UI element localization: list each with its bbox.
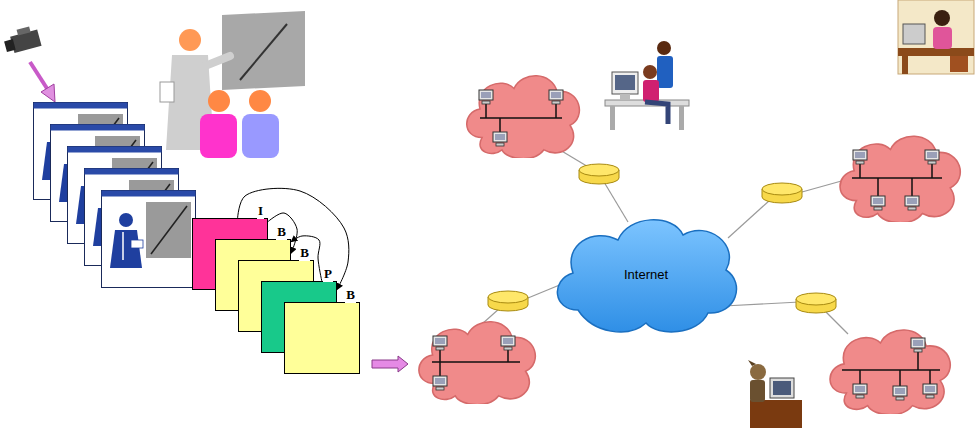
student-body — [242, 114, 279, 158]
person-body — [657, 56, 673, 88]
send-arrow — [372, 356, 408, 372]
computer-icon — [853, 150, 867, 164]
router-icon — [796, 293, 836, 313]
arrow-shaft — [30, 62, 48, 90]
frame-type-label: B — [345, 287, 356, 303]
frame-type-label: I — [257, 203, 264, 219]
link-line — [826, 312, 848, 334]
router-icon — [762, 183, 802, 203]
network-name: Internet — [624, 267, 668, 282]
link-line — [604, 182, 628, 222]
desk-leg — [679, 106, 684, 130]
cloud-shape — [557, 220, 736, 332]
teacher-arm — [205, 56, 230, 66]
person-ear — [748, 360, 756, 366]
camcorder-icon — [2, 25, 42, 55]
computer-icon — [871, 196, 885, 210]
computer-icon — [493, 132, 507, 146]
users-at-desk — [605, 41, 689, 130]
computer-icon — [501, 336, 515, 350]
computer-icon — [925, 150, 939, 164]
camera-viewfinder — [17, 26, 31, 35]
person-head — [657, 41, 671, 55]
person-legs — [645, 102, 668, 124]
bus-line — [480, 104, 562, 132]
lan-cloud — [467, 76, 580, 159]
bus-line — [842, 352, 940, 386]
monitor — [612, 72, 638, 94]
router-icon — [488, 291, 528, 311]
monitor — [770, 378, 794, 398]
router-icon — [579, 164, 619, 184]
computer-icon — [905, 196, 919, 210]
link-line — [802, 180, 845, 192]
computer-icon — [479, 90, 493, 104]
capture-arrow — [30, 62, 55, 102]
arrow-head — [41, 84, 55, 102]
computer-icon — [893, 386, 907, 400]
desk — [750, 400, 802, 428]
video-frame — [102, 191, 196, 288]
bus-line — [432, 350, 520, 376]
person-body — [933, 27, 952, 49]
user-at-desk — [748, 360, 802, 428]
blackboard — [222, 11, 305, 90]
monitor-stand — [620, 94, 630, 100]
screen — [615, 75, 635, 90]
frame-type-label: B — [276, 224, 287, 240]
lan-cloud — [840, 136, 960, 222]
lecture-scene — [160, 11, 305, 158]
frame-type-label: P — [323, 266, 333, 282]
person-head — [643, 65, 657, 79]
pointer — [240, 24, 287, 80]
bus-line — [852, 164, 942, 196]
network-links — [482, 150, 848, 334]
computer-icon — [433, 376, 447, 390]
office-wall — [898, 0, 974, 74]
computer-icon — [549, 90, 563, 104]
desk-leg — [610, 106, 615, 130]
lan-bus — [432, 104, 942, 386]
desk-leg — [902, 56, 908, 74]
user-at-desk — [898, 0, 974, 74]
lan-cloud — [419, 322, 535, 405]
desk — [898, 48, 974, 56]
lan-cloud — [830, 330, 950, 415]
frame-type-label: B — [299, 245, 310, 261]
video-frame-box: B — [284, 302, 360, 374]
link-line — [724, 302, 800, 306]
teacher-head — [179, 29, 201, 51]
computer-icon — [911, 338, 925, 352]
camera-lens — [4, 39, 16, 52]
person-head — [750, 364, 766, 380]
student-head — [208, 90, 230, 112]
student-head — [249, 90, 271, 112]
person-body — [643, 80, 659, 102]
person-body — [750, 380, 765, 402]
internet-cloud: Internet — [548, 205, 744, 340]
computer-icon — [433, 336, 447, 350]
teacher-notes — [160, 82, 174, 102]
lan-computers — [433, 90, 939, 400]
student-body — [200, 114, 237, 158]
screen — [773, 381, 791, 395]
computer-icon — [923, 384, 937, 398]
computer-icon — [853, 384, 867, 398]
link-line — [728, 200, 770, 238]
chair — [950, 56, 968, 72]
person-head — [934, 10, 950, 26]
monitor — [903, 24, 925, 44]
